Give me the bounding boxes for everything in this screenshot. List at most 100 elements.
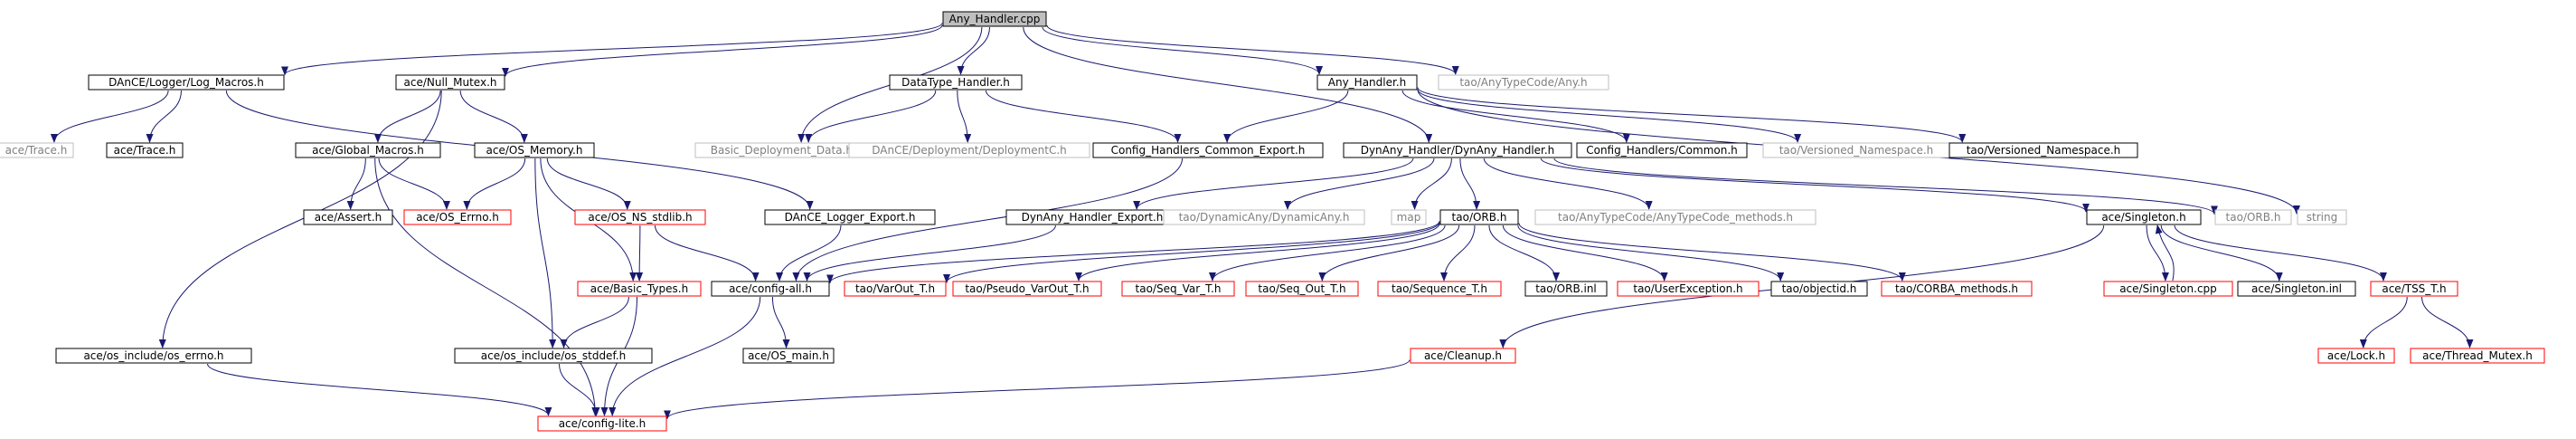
node-os-include-stddef[interactable]: ace/os_include/os_stddef.h [454,348,653,364]
node-ace-singleton-inl[interactable]: ace/Singleton.inl [2237,281,2356,297]
node-box [1439,209,1519,225]
node-box [537,415,667,432]
node-box [574,209,706,225]
node-tao-anytypecode-methods: tao/AnyTypeCode/AnyTypeCode_methods.h [1534,209,1816,225]
node-label: tao/objectid.h [1782,282,1857,295]
node-config-handlers-common-export[interactable]: Config_Handlers_Common_Export.h [1092,142,1324,158]
node-tao-pseudo-varout[interactable]: tao/Pseudo_VarOut_T.h [952,281,1102,297]
edge-os_ns_stdlib-to-basic_types [636,224,644,282]
node-label: string [2307,211,2337,224]
node-ace-lock[interactable]: ace/Lock.h [2317,348,2395,364]
node-config-all[interactable]: ace/config-all.h [711,281,830,297]
node-tao-varout[interactable]: tao/VarOut_T.h [844,281,947,297]
node-dynany-handler[interactable]: DynAny_Handler/DynAny_Handler.h [1343,142,1572,158]
node-label: ace/config-lite.h [559,417,646,430]
node-box [1377,281,1502,297]
node-tao-seq-out[interactable]: tao/Seq_Out_T.h [1245,281,1359,297]
edge-os_memory-to-ace_os_errno [463,157,526,210]
node-tao-seq-var[interactable]: tao/Seq_Var_T.h [1121,281,1235,297]
node-label: tao/UserException.h [1633,282,1742,295]
node-dance-logger-export[interactable]: DAnCE_Logger_Export.h [764,209,936,225]
node-label: ace/OS_Memory.h [486,144,583,157]
node-os-include-errno[interactable]: ace/os_include/os_errno.h [55,348,252,364]
node-os-ns-stdlib[interactable]: ace/OS_NS_stdlib.h [574,209,706,225]
node-box [403,209,512,225]
node-os-memory[interactable]: ace/OS_Memory.h [474,142,595,158]
node-tao-versioned-ns-1: tao/Versioned_Namespace.h [1762,142,1950,158]
edge-os_include_errno-to-config_lite [207,363,552,416]
edge-dynany_handler-to-ace_singleton_h [1540,157,2090,213]
node-basic-types[interactable]: ace/Basic_Types.h [577,281,702,297]
node-tao-orb-inl[interactable]: tao/ORB.inl [1524,281,1608,297]
edge-tao_orb_h-to-tao_sequence_t [1440,224,1476,282]
edge-any_handler_cpp-to-any_handler_h [1042,26,1323,75]
node-label: DynAny_Handler/DynAny_Handler.h [1361,144,1555,157]
node-tao-sequence-t[interactable]: tao/Sequence_T.h [1377,281,1502,297]
edge-any_handler_h-to-config_handlers_common [1401,90,1630,143]
node-label: ace/Null_Mutex.h [404,76,497,89]
node-ace-thread-mutex[interactable]: ace/Thread_Mutex.h [2410,348,2545,364]
node-datatype-handler[interactable]: DataType_Handler.h [889,74,1023,91]
edge-any_handler_cpp-to-tao_anytypecode_any [1046,24,1459,75]
node-config-handlers-common[interactable]: Config_Handlers/Common.h [1576,142,1748,158]
node-box [1534,209,1816,225]
node-null-mutex[interactable]: ace/Null_Mutex.h [395,74,505,91]
node-label: ace/os_include/os_errno.h [83,349,223,362]
edge-tao_orb_h-to-tao_varout [943,222,1440,284]
edge-dynany_handler-to-tao_dynamicany [1284,157,1435,210]
node-box [2297,209,2347,225]
node-deploymentc: DAnCE/Deployment/DeploymentC.h [848,142,1090,158]
node-ace-trace-2[interactable]: ace/Trace.h [106,142,184,158]
node-tao-orb-h[interactable]: tao/ORB.h [1439,209,1519,225]
node-box [295,142,441,158]
edge-os_ns_stdlib-to-config_all [654,224,760,282]
node-config-lite[interactable]: ace/config-lite.h [537,415,667,432]
node-ace-singleton-h[interactable]: ace/Singleton.h [2086,209,2202,225]
node-global-macros[interactable]: ace/Global_Macros.h [295,142,441,158]
node-label: tao/ORB.h [2226,211,2281,224]
node-label: ace/Thread_Mutex.h [2422,349,2533,362]
node-label: ace/OS_Errno.h [416,211,499,224]
edge-null_mutex-to-os_memory [459,90,528,143]
edge-datatype_handler-to-deploymentc [957,90,972,143]
node-label: ace/OS_NS_stdlib.h [588,211,692,224]
node-tao-corba-methods[interactable]: tao/CORBA_methods.h [1881,281,2033,297]
node-ace-assert[interactable]: ace/Assert.h [303,209,393,225]
edge-ace_tss_t-to-ace_lock [2359,296,2408,348]
edge-dynany_handler-to-tao_orb_h_missing [1553,157,2218,215]
node-label: tao/Sequence_T.h [1392,282,1487,295]
node-box [1391,209,1427,225]
node-map: map [1391,209,1427,225]
node-ace-os-errno[interactable]: ace/OS_Errno.h [403,209,512,225]
node-ace-singleton-cpp[interactable]: ace/Singleton.cpp [2103,281,2233,297]
node-box [1121,281,1235,297]
node-log-macros[interactable]: DAnCE/Logger/Log_Macros.h [88,74,285,91]
node-dynany-handler-export[interactable]: DynAny_Handler_Export.h [1005,209,1179,225]
edges-layer [50,23,2474,420]
node-any-handler-cpp[interactable]: Any_Handler.cpp [942,11,1047,27]
node-box [2103,281,2233,297]
edge-dynany_handler-to-dynany_handler_export [1133,157,1414,210]
node-tao-userexception[interactable]: tao/UserException.h [1617,281,1760,297]
node-box [2317,348,2395,364]
node-ace-tss-t[interactable]: ace/TSS_T.h [2370,281,2458,297]
node-ace-os-main[interactable]: ace/OS_main.h [742,348,835,364]
edge-dynany_handler-to-tao_orb_h [1459,157,1481,210]
edge-tao_orb_h-to-tao_corba_methods [1518,223,1906,282]
node-any-handler-h[interactable]: Any_Handler.h [1316,74,1418,91]
node-box [711,281,830,297]
node-tao-objectid[interactable]: tao/objectid.h [1770,281,1868,297]
node-tao-versioned-ns-2[interactable]: tao/Versioned_Namespace.h [1949,142,2138,158]
node-label: tao/CORBA_methods.h [1895,282,2018,295]
node-label: tao/DynamicAny/DynamicAny.h [1179,211,1350,224]
edge-tao_orb_h-to-tao_userexception [1502,224,1668,282]
node-label: ace/Singleton.cpp [2119,282,2217,295]
node-box [577,281,702,297]
node-ace-cleanup[interactable]: ace/Cleanup.h [1410,348,1516,364]
edge-null_mutex-to-os_include_errno [158,90,442,348]
node-box [0,142,74,158]
node-box [1438,74,1609,91]
node-label: Any_Handler.h [1328,76,1406,89]
edge-ace_singleton_h-to-ace_tss_t [2174,224,2387,282]
edge-tao_orb_h-to-config_all [826,221,1440,284]
